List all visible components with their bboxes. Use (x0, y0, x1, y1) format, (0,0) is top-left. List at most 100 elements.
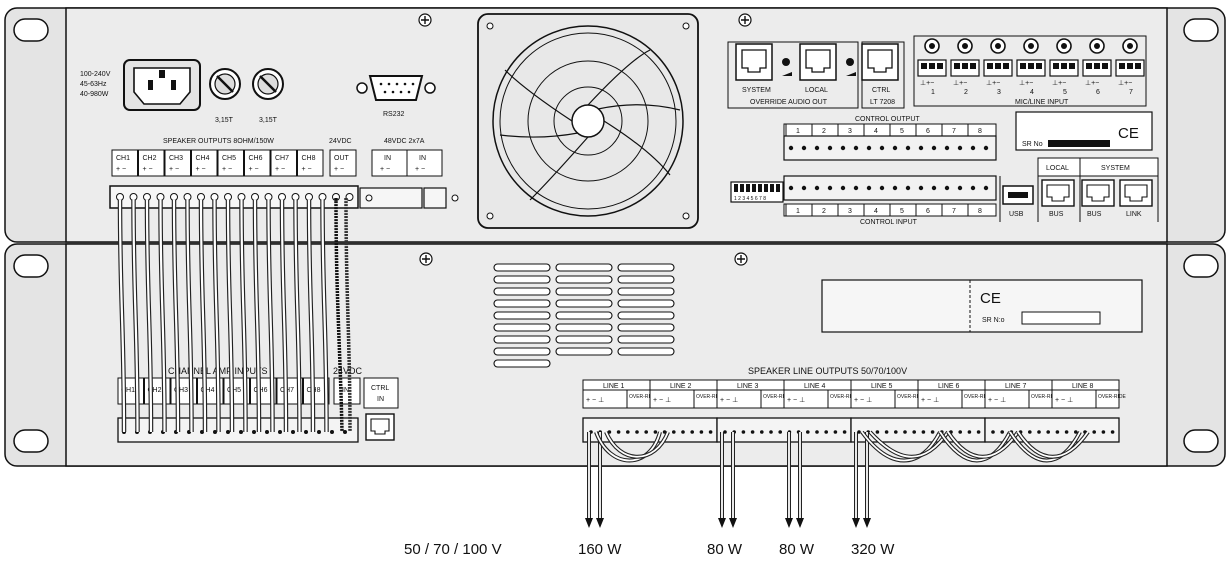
channel-pins: + − (222, 166, 232, 173)
vent-slot (493, 335, 551, 344)
channel-pins: + − (143, 166, 153, 173)
terminal-screw (853, 185, 859, 191)
terminal-screw (921, 430, 926, 434)
vent-slot (493, 347, 551, 356)
channel-box (297, 149, 324, 177)
vent-slot (555, 275, 613, 284)
annotation-power: 80 W (707, 541, 743, 558)
control-output-number: 2 (822, 128, 826, 135)
mic-number: 6 (1096, 89, 1100, 96)
bus-system-title: SYSTEM (1101, 165, 1130, 172)
terminal-screw (1036, 63, 1042, 69)
dc-in-label: IN (384, 155, 391, 162)
terminal-screw (903, 430, 907, 434)
terminal-screw (1127, 63, 1133, 69)
cable (307, 199, 315, 433)
vent-slot (493, 323, 551, 332)
terminal-screw (750, 430, 755, 434)
channel-box (270, 149, 297, 177)
terminal-screw (840, 145, 846, 151)
amp-dc-box (333, 377, 361, 405)
rack-slot-icon (13, 254, 49, 278)
fuse-label: 3,15T (215, 117, 234, 124)
line-label: LINE 5 (871, 383, 893, 390)
terminal-screw (970, 145, 976, 151)
terminal-screw (129, 193, 138, 201)
serial-field (1021, 311, 1101, 325)
system-header (1079, 157, 1159, 177)
serial-barcode (1048, 140, 1110, 147)
cable (226, 199, 234, 433)
cable (159, 199, 166, 433)
terminal-screw (918, 145, 924, 151)
control-input-number: 4 (874, 208, 878, 215)
cable (1009, 431, 1081, 462)
terminal-screw (957, 185, 963, 191)
cable (605, 431, 669, 458)
terminal-screw (884, 430, 889, 434)
ctrl-in-box (363, 377, 399, 409)
model-label: LT 7208 (870, 99, 895, 106)
cable (595, 431, 661, 462)
terminal-screw (318, 193, 327, 201)
terminal-screw (967, 430, 972, 434)
dip-switch-cell (734, 184, 738, 192)
vent-slot (493, 275, 551, 284)
terminal-screw (814, 145, 820, 151)
rs232-port-icon (356, 75, 436, 101)
terminal-screw (116, 193, 124, 201)
override-local-label: LOCAL (805, 87, 828, 94)
cable (321, 199, 328, 433)
channel-box (191, 149, 218, 177)
dc-cable (344, 197, 352, 433)
link-label: LINK (1126, 211, 1142, 218)
terminal-screw (833, 430, 838, 434)
dip-switch-cell (776, 184, 780, 192)
line-pins: + − ⊥ (854, 397, 872, 404)
line-pins: + − ⊥ (921, 397, 939, 404)
control-input-number: 2 (822, 208, 826, 215)
channel-box (164, 149, 191, 177)
vent-slot (555, 347, 613, 356)
mic-pins: ⊥+− (1019, 80, 1033, 87)
override-label: OVER-RIDE (897, 394, 925, 400)
terminal-screw (1074, 430, 1078, 434)
terminal-screw (226, 430, 230, 434)
mic-number: 1 (931, 89, 935, 96)
rj45-socket (1046, 184, 1070, 202)
line-label: LINE 2 (670, 383, 692, 390)
terminal-screw (197, 193, 205, 201)
terminal-screw (892, 145, 898, 151)
terminal-screw (1119, 63, 1125, 69)
terminal-screw (983, 185, 989, 191)
svg-text:+ −: + − (334, 166, 344, 173)
jack-icon (1028, 43, 1034, 49)
dip-switch-label: 1 2 3 4 5 6 7 8 (734, 196, 766, 202)
vent-slot (617, 299, 675, 308)
bus-local-title: LOCAL (1046, 165, 1069, 172)
dc-in-terminal-block (423, 187, 447, 209)
bus-label: BUS (1087, 211, 1102, 218)
channel-label: CH7 (275, 155, 289, 162)
override-label: OVER-RIDE (696, 394, 724, 400)
vent-slot (555, 263, 613, 272)
power-wattage: 40-980W (80, 91, 109, 98)
control-output-number: 1 (796, 128, 800, 135)
terminal-screw (806, 430, 810, 434)
terminal-screw (976, 430, 981, 434)
vent-slot (493, 287, 551, 296)
interconnect-cables (117, 197, 352, 433)
terminal-screw (760, 430, 764, 434)
control-input-number: 1 (796, 208, 800, 215)
mic-pins: ⊥+− (986, 80, 1000, 87)
mic-pins: ⊥+− (1085, 80, 1099, 87)
vent-slot (555, 311, 613, 320)
mic-number: 2 (964, 89, 968, 96)
terminal-screw (944, 185, 950, 191)
svg-text:+ −: + − (380, 166, 390, 173)
cable (199, 199, 207, 433)
terminal-screw (252, 430, 256, 434)
terminal-screw (210, 193, 219, 201)
mic-line-title: MIC/LINE INPUT (1015, 99, 1069, 106)
cable (132, 199, 139, 433)
